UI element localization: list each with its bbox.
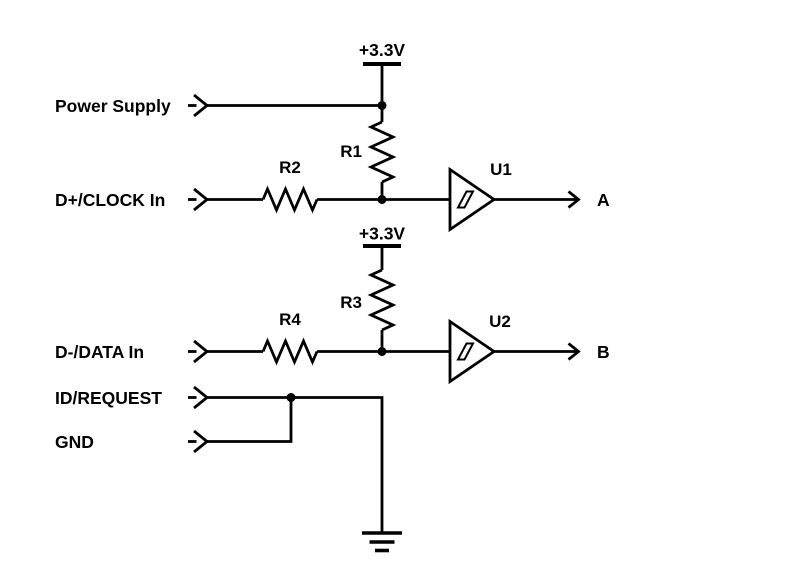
resistor-zigzag-icon	[367, 120, 397, 184]
power-net-label: +3.3V	[359, 40, 406, 60]
input-label: GND	[55, 432, 94, 452]
resistor-ref-label: R2	[279, 158, 301, 177]
buffer-u2: U2	[448, 312, 511, 385]
output-a: A	[494, 190, 610, 210]
input-label: D+/CLOCK In	[55, 190, 165, 210]
arrowhead-icon	[567, 342, 581, 361]
output-b: B	[494, 342, 610, 362]
buffer-ref-label: U1	[490, 160, 512, 179]
input-label: ID/REQUEST	[55, 388, 162, 408]
resistor-ref-label: R4	[279, 310, 301, 329]
arrowhead-icon	[567, 190, 581, 209]
resistor-r4: R4	[261, 310, 319, 366]
buffer-ref-label: U2	[489, 312, 511, 331]
resistor-r3: R3	[340, 268, 397, 352]
ground-icon	[362, 531, 402, 553]
input-label: D-/DATA In	[55, 342, 144, 362]
input-label: Power Supply	[55, 96, 171, 116]
buffer-triangle-icon	[448, 166, 497, 233]
resistor-zigzag-icon	[261, 337, 319, 366]
resistor-ref-label: R1	[340, 142, 362, 161]
buffer-u1: U1	[448, 160, 512, 233]
resistor-ref-label: R3	[340, 293, 362, 312]
input-power-supply: Power Supply	[55, 93, 387, 118]
junction-dot	[377, 195, 387, 204]
net-clock-node	[317, 195, 450, 204]
power-net-label: +3.3V	[359, 224, 406, 244]
buffer-triangle-icon	[448, 318, 497, 385]
output-label: A	[597, 190, 610, 210]
wire	[207, 396, 384, 533]
schmitt-hysteresis-icon	[456, 342, 475, 361]
schmitt-hysteresis-icon	[456, 190, 475, 209]
input-d-plus-clock: D+/CLOCK In	[55, 187, 263, 212]
wire	[207, 397, 293, 443]
output-label: B	[597, 342, 610, 362]
input-d-minus-data: D-/DATA In	[55, 339, 263, 364]
resistor-zigzag-icon	[367, 268, 397, 332]
junction-dot	[377, 347, 387, 356]
input-gnd: GND	[55, 397, 293, 454]
power-rail-3v3-top: +3.3V	[359, 40, 406, 106]
net-data-node	[317, 347, 450, 356]
input-id-request: ID/REQUEST	[55, 385, 384, 533]
resistor-r2: R2	[261, 158, 319, 214]
resistor-zigzag-icon	[261, 185, 319, 214]
resistor-r1: R1	[340, 105, 397, 200]
power-rail-3v3-bottom: +3.3V	[359, 224, 406, 270]
